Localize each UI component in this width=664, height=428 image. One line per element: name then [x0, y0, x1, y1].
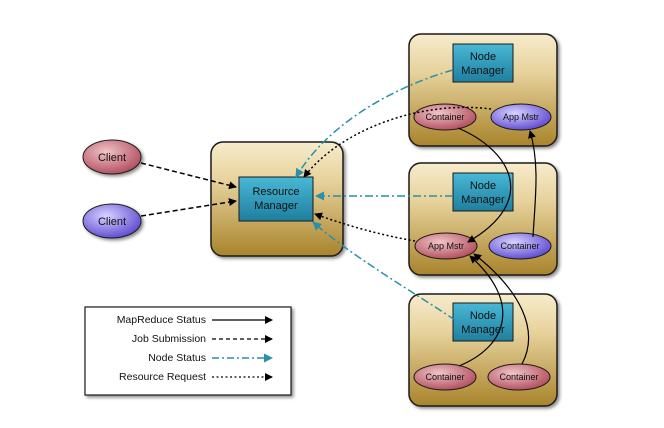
- node-manager-1-label-1: Node: [470, 51, 496, 63]
- node-3-right-item-label: Container: [499, 372, 538, 382]
- container-ellipse: [413, 363, 477, 391]
- node-manager-3-label-1: Node: [470, 310, 496, 322]
- node-2-right-item-label: Container: [500, 241, 539, 251]
- client-1: Client: [82, 139, 142, 175]
- legend-label-resource-request: Resource Request: [119, 371, 206, 383]
- container-ellipse: [413, 103, 477, 131]
- resource-request-arrow: [303, 106, 492, 178]
- node-1-left-item-label: Container: [425, 112, 464, 122]
- node-status-arrow: [312, 221, 456, 321]
- resource-manager-node: Resource Manager: [210, 141, 344, 257]
- mapreduce-status-arrow: [473, 253, 530, 365]
- node-1-right-item-label: App Mstr: [503, 112, 539, 122]
- node-manager-2: Node Manager App Mstr Container: [408, 162, 558, 276]
- app-master-ellipse: [414, 232, 478, 260]
- client-2-label: Client: [98, 216, 126, 228]
- container-ellipse: [488, 232, 552, 260]
- node-manager-1-label-2: Manager: [461, 65, 505, 77]
- resource-manager-label-2: Manager: [254, 200, 298, 212]
- resource-manager-label-1: Resource: [252, 186, 299, 198]
- client-1-label: Client: [98, 152, 126, 164]
- node-manager-2-label-1: Node: [470, 180, 496, 192]
- node-manager-2-label-2: Manager: [461, 194, 505, 206]
- job-submission-arrow: [140, 198, 237, 217]
- node-manager-3: Node Manager Container Container: [408, 293, 558, 407]
- client-2: Client: [82, 203, 142, 239]
- app-master-ellipse: [490, 103, 552, 131]
- node-manager-3-label-2: Manager: [461, 324, 505, 336]
- legend-label-job-submission: Job Submission: [132, 333, 206, 345]
- mapreduce-status-arrow: [458, 255, 504, 367]
- node-status-arrow: [295, 69, 454, 178]
- node-manager-1: Node Manager Container App Mstr: [408, 33, 558, 147]
- legend-label-node-status: Node Status: [148, 352, 206, 364]
- mapreduce-status-arrow: [528, 130, 537, 238]
- legend-label-mapreduce-status: MapReduce Status: [117, 314, 206, 326]
- mapreduce-status-arrow: [457, 127, 512, 243]
- job-submission-arrow: [140, 162, 237, 190]
- node-3-left-item-label: Container: [425, 372, 464, 382]
- container-ellipse: [487, 363, 551, 391]
- legend: MapReduce Status Job Submission Node Sta…: [84, 306, 292, 396]
- node-2-left-item-label: App Mstr: [428, 241, 464, 251]
